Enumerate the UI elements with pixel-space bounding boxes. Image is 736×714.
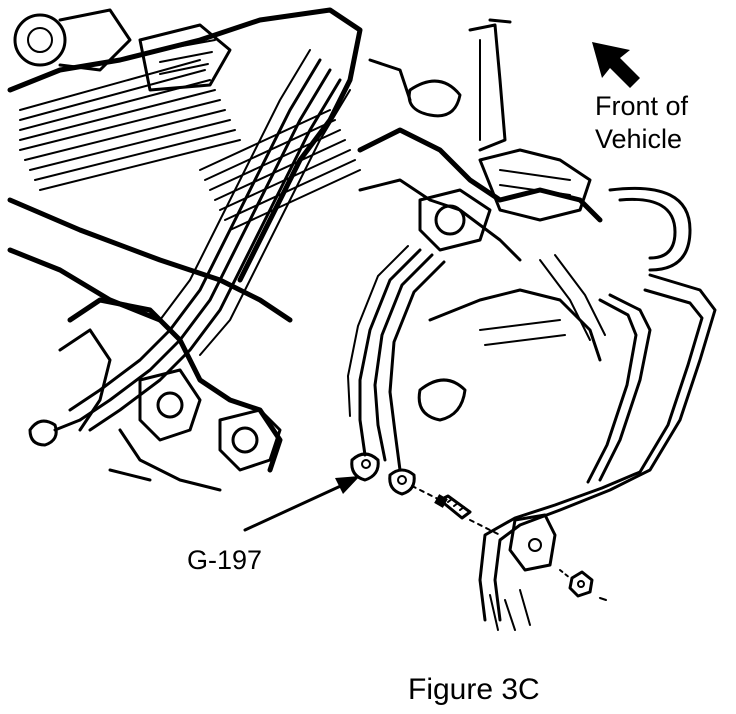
ground-terminal-assembly (350, 452, 607, 601)
front-of-vehicle-line2: Vehicle (595, 124, 683, 154)
nut (559, 569, 607, 601)
wiring-harness (28, 49, 446, 472)
ground-point-label: G-197 (187, 545, 263, 575)
front-of-vehicle-label: Front of Vehicle (595, 90, 688, 156)
figure-caption: Figure 3C (408, 673, 540, 706)
manifold-components (357, 18, 692, 422)
ground-point-leader (243, 476, 360, 532)
metal-tube-line (478, 273, 717, 631)
arrow-up-left-icon (592, 42, 640, 88)
ground-bolt (434, 494, 472, 520)
front-of-vehicle-line1: Front of (595, 91, 689, 121)
